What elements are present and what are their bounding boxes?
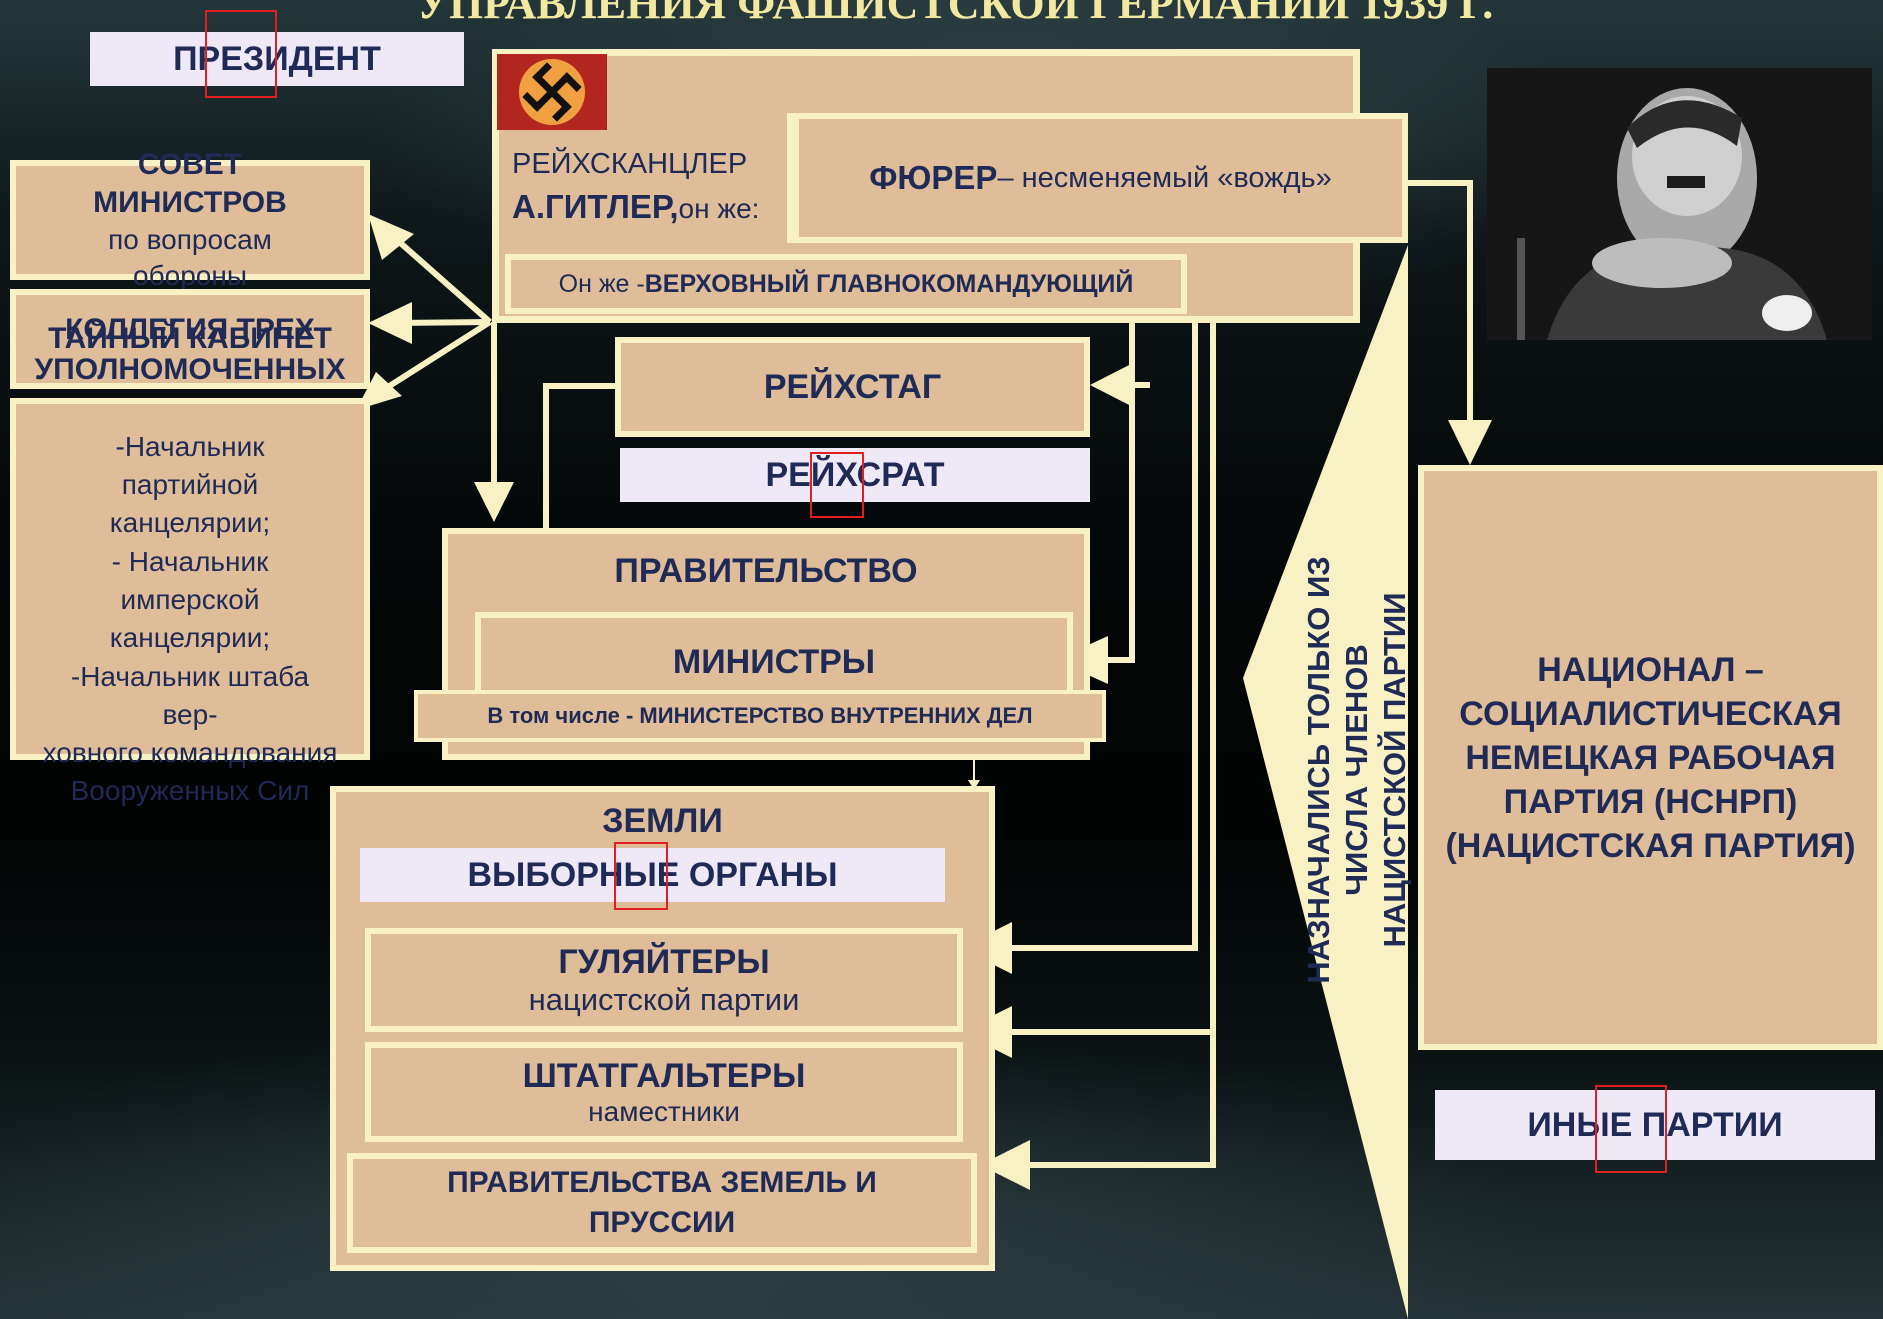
ministers-label: МИНИСТРЫ: [672, 642, 876, 681]
nsdap-label: НАЦИОНАЛ – СОЦИАЛИСТИЧЕСКАЯ НЕМЕЦКАЯ РАБ…: [1445, 650, 1856, 865]
collegium-title: КОЛЛЕГИЯ ТРЕХ УПОЛНОМОЧЕННЫХ: [34, 313, 346, 386]
gauleiters-title: ГУЛЯЙТЕРЫ: [558, 942, 770, 981]
swastika-emblem: [497, 54, 607, 130]
collegium-line1: -Начальник партийной канцелярии;: [109, 431, 271, 538]
highlight-marker: [614, 842, 668, 910]
reichsrat-label: РЕЙХСРАТ: [765, 455, 945, 494]
collegium-line2: - Начальник имперской канцелярии;: [109, 546, 271, 653]
secret-cabinet-box: [10, 289, 370, 389]
collegium-line4: ховного командования Вооруженных Сил: [42, 737, 338, 806]
other-parties-label: ИНЫЕ ПАРТИИ: [1527, 1105, 1783, 1144]
elected-bodies-label: ВЫБОРНЫЕ ОРГАНЫ: [467, 855, 838, 894]
lands-title: ЗЕМЛИ: [602, 802, 723, 840]
reichstag-box: РЕЙХСТАГ: [615, 337, 1090, 437]
fuhrer-box: ФЮРЕР – несменяемый «вождь»: [793, 113, 1408, 243]
council-desc: по вопросам обороны: [108, 224, 272, 291]
reichsrat-box: РЕЙХСРАТ: [620, 448, 1090, 502]
land-governments-box: ПРАВИТЕЛЬСТВА ЗЕМЕЛЬ И ПРУССИИ: [347, 1153, 977, 1253]
also-label: он же:: [678, 193, 760, 224]
supreme-commander-box: Он же - ВЕРХОВНЫЙ ГЛАВНОКОМАНДУЮЩИЙ: [505, 254, 1187, 314]
commander-title: ВЕРХОВНЫЙ ГЛАВНОКОМАНДУЮЩИЙ: [644, 269, 1134, 298]
council-of-ministers-box: СОВЕТ МИНИСТРОВ по вопросам обороны: [10, 148, 370, 291]
government-label: ПРАВИТЕЛЬСТВО: [614, 552, 918, 590]
fuhrer-title: ФЮРЕР: [869, 159, 998, 196]
reichschancellor-label: РЕЙХСКАНЦЛЕР: [512, 148, 748, 180]
gauleiters-box: ГУЛЯЙТЕРЫ нацистской партии: [365, 928, 963, 1032]
commander-prefix: Он же -: [558, 269, 645, 298]
president-box: ПРЕЗИДЕНТ: [90, 32, 464, 86]
hitler-name: А.ГИТЛЕР,: [512, 188, 679, 225]
hitler-photo: [1487, 68, 1872, 340]
reichstag-label: РЕЙХСТАГ: [763, 367, 942, 406]
reichschancellor-name: А.ГИТЛЕР,он же:: [512, 188, 759, 226]
interior-ministry-box: В том числе - МИНИСТЕРСТВО ВНУТРЕННИХ ДЕ…: [414, 690, 1106, 742]
nsdap-box: НАЦИОНАЛ – СОЦИАЛИСТИЧЕСКАЯ НЕМЕЦКАЯ РАБ…: [1418, 465, 1883, 1050]
interior-ministry-label: В том числе - МИНИСТЕРСТВО ВНУТРЕННИХ ДЕ…: [487, 703, 1033, 728]
council-title: СОВЕТ МИНИСТРОВ: [93, 148, 287, 219]
elected-bodies-box: ВЫБОРНЫЕ ОРГАНЫ: [360, 848, 945, 902]
page-title: УПРАВЛЕНИЯ ФАШИСТСКОЙ ГЕРМАНИИ 1939 Г.: [416, 0, 1494, 28]
other-parties-box: ИНЫЕ ПАРТИИ: [1435, 1090, 1875, 1160]
highlight-marker: [1595, 1085, 1667, 1173]
statthalters-box: ШТАТГАЛЬТЕРЫ наместники: [365, 1042, 963, 1142]
statthalters-desc: наместники: [588, 1095, 740, 1127]
land-governments-label: ПРАВИТЕЛЬСТВА ЗЕМЕЛЬ И ПРУССИИ: [447, 1166, 877, 1239]
statthalters-title: ШТАТГАЛЬТЕРЫ: [522, 1056, 806, 1095]
secret-cabinet-label: ТАЙНЫЙ КАБИНЕТ: [48, 322, 332, 355]
gauleiters-desc: нацистской партии: [528, 981, 800, 1017]
highlight-marker: [810, 452, 864, 518]
collegium-line3: -Начальник штаба вер-: [70, 661, 310, 730]
collegium-box: [10, 398, 370, 760]
highlight-marker: [205, 10, 277, 98]
fuhrer-desc: – несменяемый «вождь»: [997, 161, 1332, 194]
